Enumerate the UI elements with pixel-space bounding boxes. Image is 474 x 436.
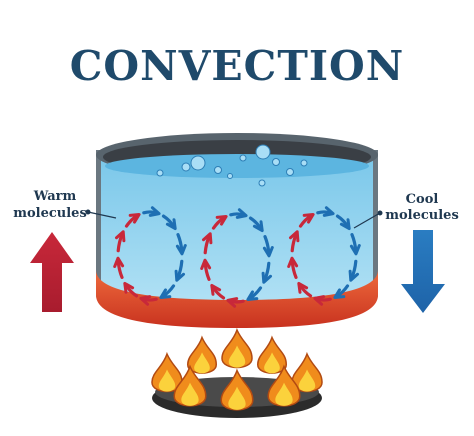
cell-2-arrowhead (215, 215, 228, 226)
sinking-arrow (401, 230, 445, 313)
warm-leader-line (87, 211, 117, 219)
flame-inner (264, 352, 280, 374)
cool-label-line2: molecules (385, 208, 459, 223)
flame-inner (158, 369, 176, 392)
cell-1-arrowhead (159, 288, 172, 299)
cell-3-arrow-segment (316, 210, 332, 215)
cell-3-arrowhead (313, 295, 326, 306)
cell-2-arrowhead (226, 297, 239, 308)
cell-1-arrowhead (139, 295, 152, 306)
bubbles (156, 144, 308, 187)
cool-leader-line (353, 212, 381, 229)
warm-leader-dot (85, 209, 91, 215)
cell-1-arrowhead (148, 206, 161, 217)
cell-2-arrowhead (210, 283, 222, 296)
cell-2-arrowhead (261, 271, 272, 284)
water (101, 160, 373, 310)
cell-3-arrowhead (322, 206, 335, 217)
cool-leader-dot (377, 210, 383, 216)
flame-inner (298, 369, 316, 392)
cell-2-arrowhead (246, 290, 259, 301)
cell-3-arrowhead (287, 256, 299, 268)
cell-3-arrowhead (302, 213, 315, 224)
pot-bottom-heated (96, 270, 378, 328)
cell-3-arrowhead (348, 269, 359, 282)
cool-label-line1: Cool (406, 192, 439, 207)
convection-cells (113, 206, 361, 308)
cell-1-arrowhead (174, 269, 185, 282)
cell-2-arrowhead (262, 246, 274, 258)
cell-1-arrowhead (128, 213, 141, 224)
flame-inner (181, 382, 199, 406)
rising-arrow (30, 232, 74, 312)
cell-1-arrow-segment (142, 297, 158, 302)
cell-1-arrowhead (113, 256, 125, 268)
cell-1-arrow-segment (142, 210, 158, 215)
flame-inner (194, 352, 210, 374)
warm-label-line2: molecules (13, 206, 87, 221)
cell-2-arrow-segment (229, 299, 245, 304)
cell-1-arrowhead (115, 230, 126, 243)
cell-1-arrowhead (123, 281, 135, 294)
cell-3-arrowhead (349, 244, 361, 256)
warm-label: Warm molecules (13, 189, 117, 221)
cell-3-arrowhead (297, 281, 309, 294)
cell-3-arrowhead (289, 230, 300, 243)
cell-3-arrowhead (333, 288, 346, 299)
pot (96, 133, 378, 328)
flames (151, 327, 323, 411)
warm-label-line1: Warm (33, 189, 77, 204)
flame-inner (275, 382, 293, 406)
cell-3-arrow-segment (316, 297, 332, 302)
cell-1-arrowhead (175, 244, 187, 256)
cool-label: Cool molecules (353, 192, 459, 229)
diagram-title: CONVECTION (70, 42, 404, 90)
cell-2-arrowhead (202, 232, 213, 245)
cell-2-arrowhead (200, 258, 212, 270)
cell-3-arrowhead (339, 218, 351, 231)
flame-inner (228, 386, 246, 410)
flame-inner (228, 345, 246, 368)
cell-1-arrowhead (165, 218, 177, 231)
cell-2-arrow-segment (229, 212, 245, 217)
cell-2-arrowhead (252, 220, 264, 233)
water-surface (105, 154, 369, 178)
cell-2-arrowhead (235, 208, 248, 219)
